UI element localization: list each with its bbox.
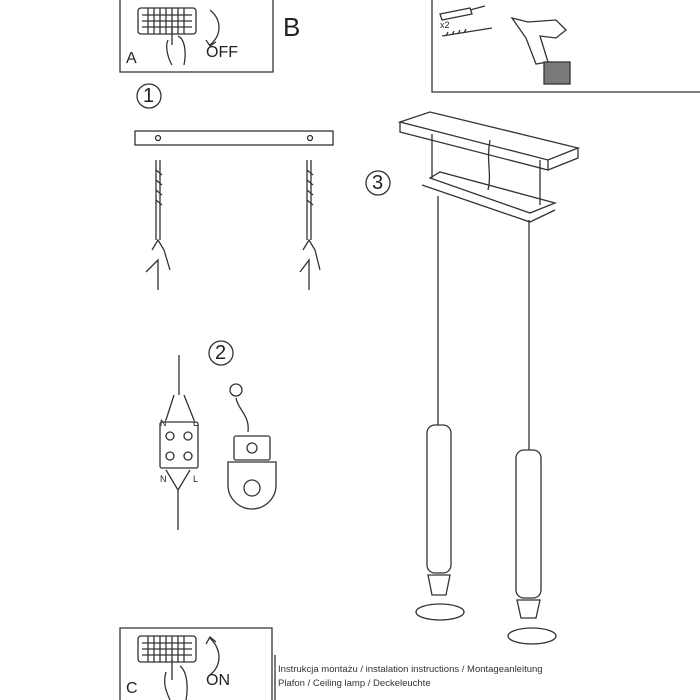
circuit-breaker-icon — [137, 7, 197, 35]
step-3-number: 3 — [372, 172, 384, 194]
pendant-lamp — [415, 196, 557, 645]
screw-icon — [155, 160, 314, 240]
ceiling-plate — [397, 111, 581, 223]
arrow-down-icon — [205, 9, 220, 47]
wall-plug-icon — [145, 238, 321, 290]
wire-label-l-bottom: L — [193, 474, 199, 484]
screw-icon — [441, 27, 493, 37]
step-1-badge — [136, 83, 162, 109]
ground-symbol-icon — [229, 383, 243, 397]
ground-terminal — [227, 383, 277, 510]
tools-panel-frame — [431, 0, 700, 93]
terminal-block — [159, 355, 199, 530]
mounting-bar — [134, 130, 334, 146]
drill-icon — [510, 16, 571, 85]
footer-line-2: Plafon / Ceiling lamp / Deckeleuchte — [278, 678, 431, 689]
step-3-badge — [365, 170, 391, 196]
on-label: ON — [206, 672, 230, 689]
step-2-number: 2 — [215, 342, 227, 364]
step-1-number: 1 — [143, 85, 155, 107]
off-label: OFF — [206, 44, 238, 61]
wire-label-l-top: L — [193, 418, 199, 428]
wire-label-n-top: N — [160, 418, 167, 428]
panel-c-frame — [119, 627, 273, 700]
panel-a-frame — [119, 0, 274, 73]
wall-plug-icon — [439, 5, 486, 21]
quantity-label: x2 — [440, 20, 450, 30]
arrow-up-icon — [205, 636, 220, 676]
circuit-breaker-icon — [137, 635, 197, 663]
step-2-badge — [208, 340, 234, 366]
footer-line-1: Instrukcja montażu / instalation instruc… — [278, 664, 543, 675]
wire-label-n-bottom: N — [160, 474, 167, 484]
panel-a-label: A — [126, 50, 137, 67]
panel-c-label: C — [126, 680, 138, 697]
hand-icon — [164, 660, 188, 700]
section-b-label: B — [283, 12, 301, 42]
hand-icon — [166, 28, 186, 66]
footer-text: Instrukcja montażu / instalation instruc… — [278, 663, 543, 691]
